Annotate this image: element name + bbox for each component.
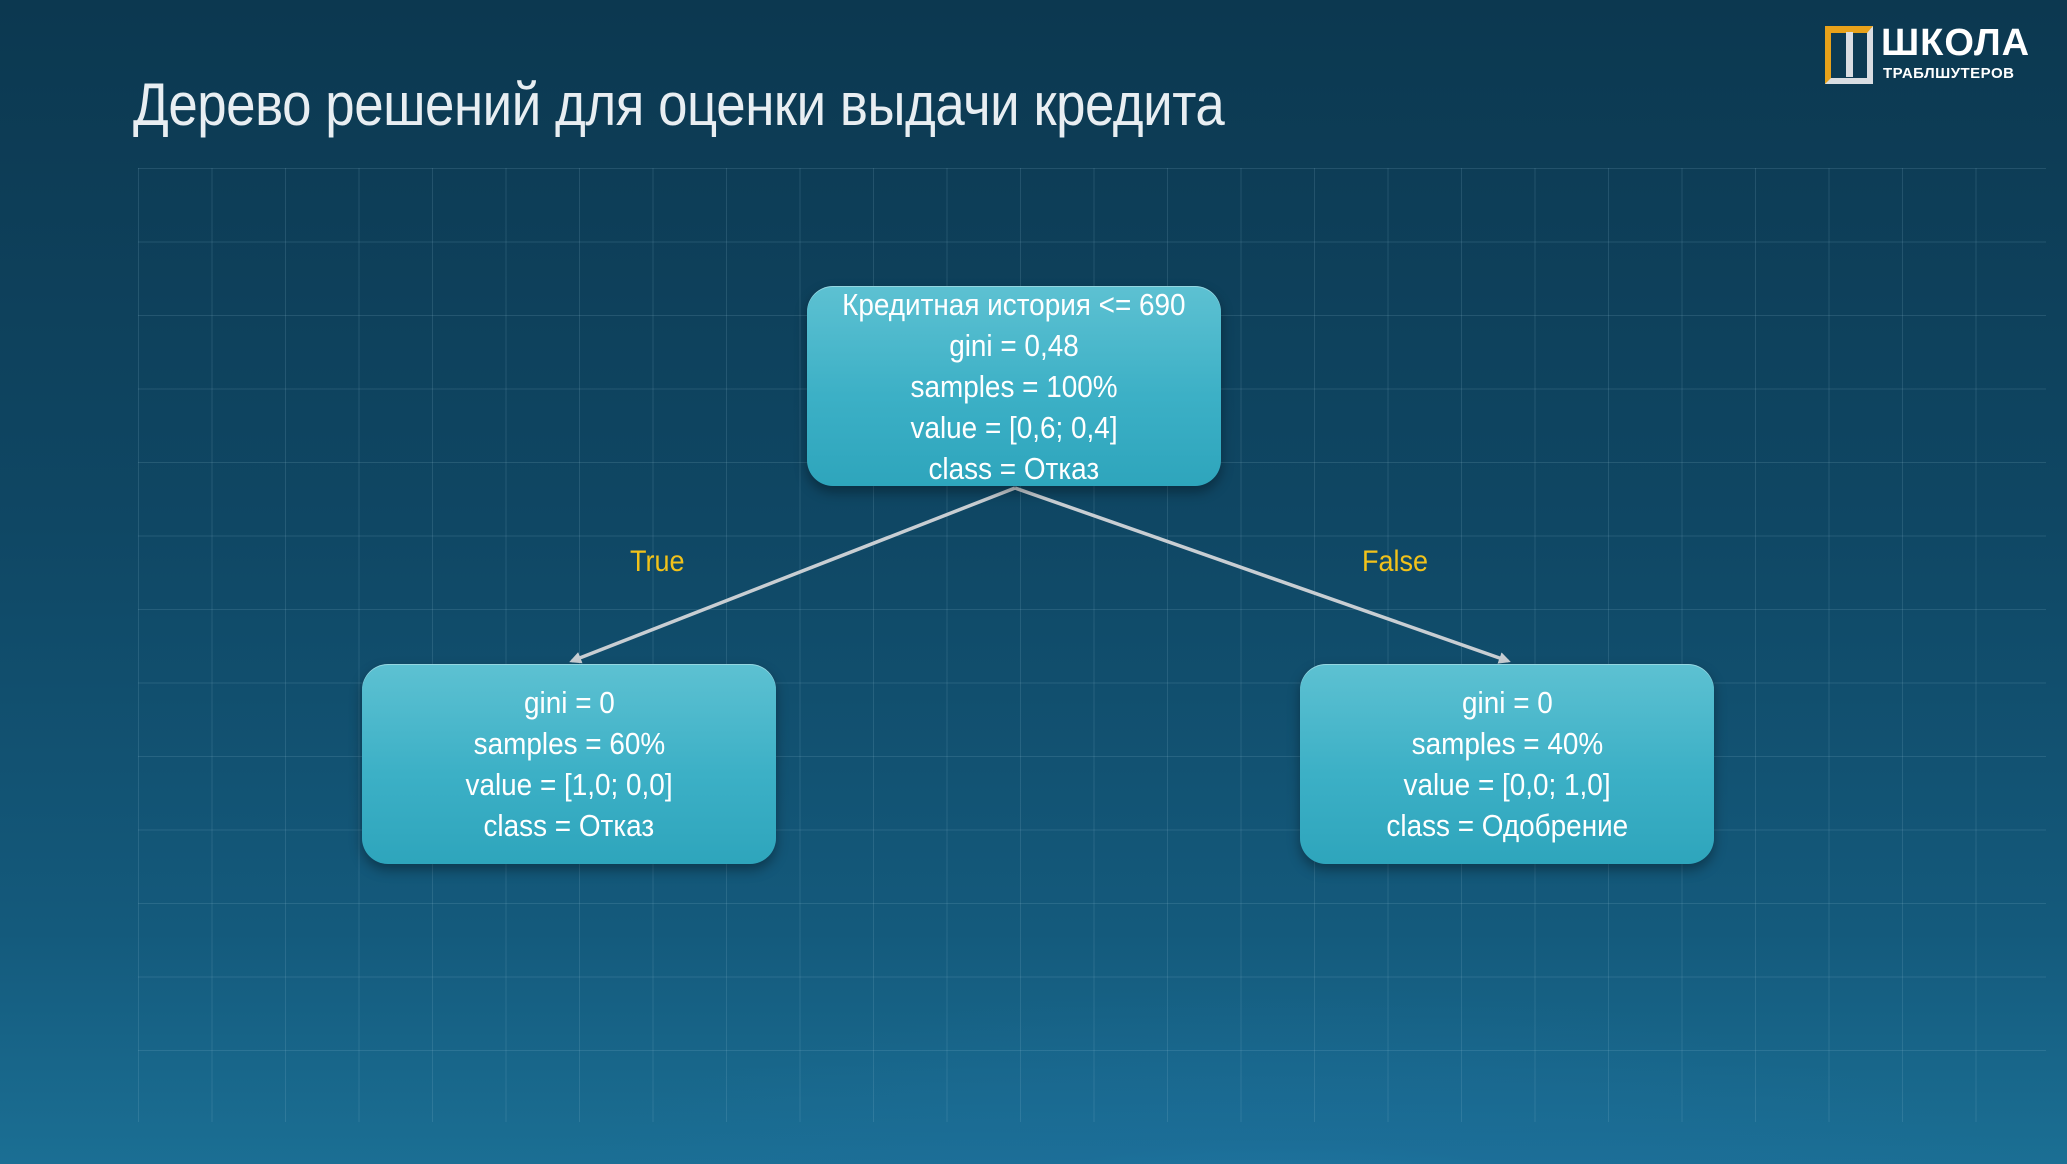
node-samples: samples = 40%	[1411, 726, 1603, 761]
node-samples: samples = 100%	[910, 368, 1118, 404]
node-class: class = Одобрение	[1386, 808, 1628, 843]
node-value: value = [0,0; 1,0]	[1403, 767, 1611, 802]
slide-title: Дерево решений для оценки выдачи кредита	[133, 71, 1225, 138]
edge-label-true: True	[630, 545, 685, 578]
tree-node-root: Кредитная история <= 690 gini = 0,48 sam…	[807, 286, 1221, 486]
tree-node-left: gini = 0 samples = 60% value = [1,0; 0,0…	[362, 664, 776, 864]
node-gini: gini = 0	[523, 685, 615, 720]
node-samples: samples = 60%	[473, 726, 665, 761]
school-logo: ШКОЛА ТРАБЛШУТЕРОВ	[1825, 22, 2045, 88]
node-gini: gini = 0	[1461, 685, 1553, 720]
node-value: value = [0,6; 0,4]	[910, 409, 1118, 445]
edge-true	[569, 486, 1016, 664]
node-value: value = [1,0; 0,0]	[465, 767, 673, 802]
node-class: class = Отказ	[928, 450, 1100, 486]
edge-label-false: False	[1362, 545, 1429, 578]
logo-text-primary: ШКОЛА	[1881, 22, 2031, 64]
logo-text-secondary: ТРАБЛШУТЕРОВ	[1883, 65, 2015, 82]
logo-mark-icon	[1825, 26, 1873, 84]
node-split-condition: Кредитная история <= 690	[842, 286, 1186, 322]
tree-node-right: gini = 0 samples = 40% value = [0,0; 1,0…	[1300, 664, 1714, 864]
node-class: class = Отказ	[483, 808, 655, 843]
node-gini: gini = 0,48	[949, 327, 1079, 363]
edge-false	[1014, 486, 1511, 664]
